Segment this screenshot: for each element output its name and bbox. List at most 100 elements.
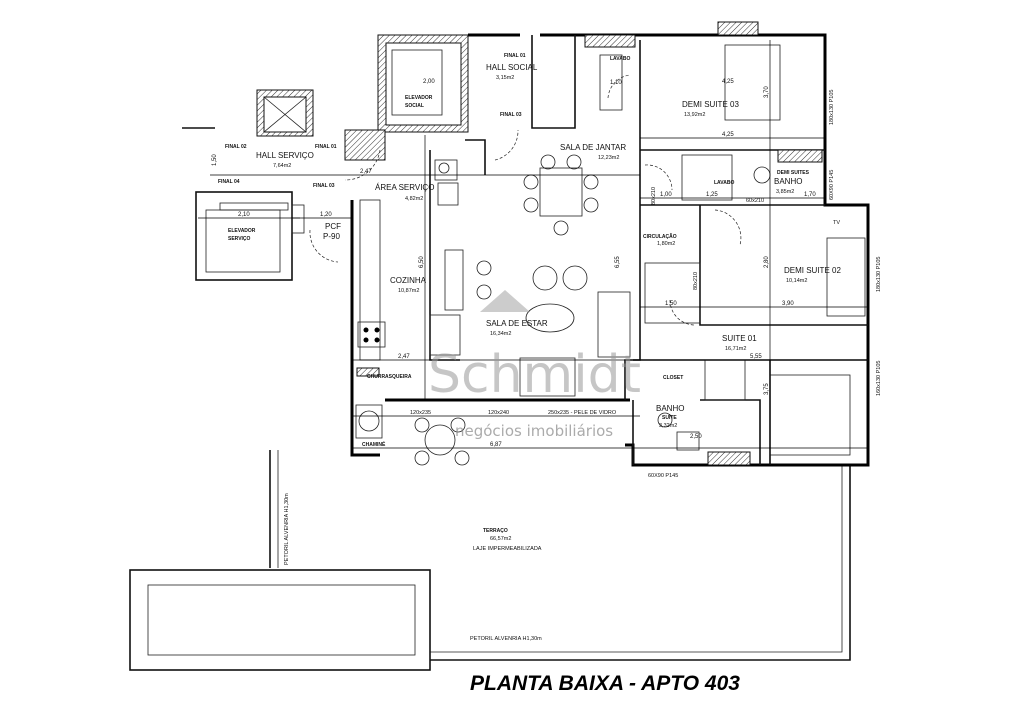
final-02: FINAL 02 bbox=[225, 144, 247, 150]
counter bbox=[359, 199, 381, 361]
door-label: 60x210 bbox=[746, 198, 764, 204]
label-closet: CLOSET bbox=[663, 375, 683, 381]
window-label: 160x130 P105 bbox=[876, 361, 882, 396]
final-03-social: FINAL 03 bbox=[500, 112, 522, 118]
area-cozinha: 10,87m2 bbox=[398, 288, 419, 294]
label-banho-suite-sub: SUÍTE bbox=[662, 413, 677, 421]
final-01-social: FINAL 01 bbox=[504, 53, 526, 59]
label-sala-estar: SALA DE ESTAR bbox=[486, 319, 548, 328]
final-03-servico: FINAL 03 bbox=[313, 183, 335, 189]
area-hall-social: 3,15m2 bbox=[496, 75, 514, 81]
level-markers: FINAL 01 FINAL 01 FINAL 02 FINAL 03 FINA… bbox=[218, 53, 526, 241]
dining-table bbox=[539, 167, 583, 217]
final-01-servico: FINAL 01 bbox=[315, 144, 337, 150]
room-labels: HALL SERVIÇO 7,64m2 HALL SOCIAL 3,15m2 E… bbox=[228, 56, 841, 552]
label-elevador-servico: ELEVADOR bbox=[228, 228, 256, 234]
bed bbox=[826, 237, 866, 317]
outdoor-table bbox=[424, 424, 456, 456]
label-elevador-social-2: SOCIAL bbox=[405, 103, 424, 109]
dim: 6,50 bbox=[419, 256, 425, 268]
tv-label: TV bbox=[833, 220, 840, 226]
service-shaft bbox=[256, 89, 314, 137]
label-elevador-servico-2: SERVIÇO bbox=[228, 236, 251, 242]
window-label: 180x130 P105 bbox=[829, 90, 835, 125]
label-lavabo: LAVABO bbox=[714, 180, 734, 186]
dim: 2,80 bbox=[764, 256, 770, 268]
watermark-brand: Schmidt bbox=[428, 345, 641, 405]
area-circulacao: 1,80m2 bbox=[657, 241, 675, 247]
area-sala-estar: 16,34m2 bbox=[490, 331, 511, 337]
watermark: Schmidt negócios imobiliários bbox=[428, 290, 641, 440]
label-area-servico: ÁREA SERVIÇO bbox=[375, 183, 434, 192]
label-chamine: CHAMINÉ bbox=[362, 440, 386, 448]
dim: 1,00 bbox=[660, 192, 672, 198]
dim: 4,25 bbox=[722, 79, 734, 85]
door-label: 80x210 bbox=[651, 187, 657, 205]
label-lavabo-top: LAVABO bbox=[610, 56, 630, 62]
label-circulacao: CIRCULAÇÃO bbox=[643, 233, 677, 240]
door-label: 80x210 bbox=[693, 272, 699, 290]
dim: 2,00 bbox=[423, 79, 435, 85]
label-hall-servico: HALL SERVIÇO bbox=[256, 151, 314, 160]
sofa bbox=[519, 357, 576, 397]
label-elevador-social: ELEVADOR bbox=[405, 95, 433, 101]
final-04: FINAL 04 bbox=[218, 179, 240, 185]
dim: 1,20 bbox=[320, 212, 332, 218]
watermark-tagline: negócios imobiliários bbox=[455, 422, 613, 440]
opening-labels: 180x130 P105 60X90 P145 180x130 P105 160… bbox=[284, 90, 882, 642]
area-hall-servico: 7,64m2 bbox=[273, 163, 291, 169]
door-swings bbox=[309, 74, 742, 326]
area-banho-suite: 3,32m2 bbox=[659, 423, 677, 429]
pool bbox=[129, 569, 431, 671]
dim: 3,90 bbox=[782, 301, 794, 307]
dim: 1,10 bbox=[610, 80, 622, 86]
parapet-label: PETORIL ALVENRIA H1,30m bbox=[470, 636, 542, 642]
dim: 3,70 bbox=[764, 86, 770, 98]
label-sala-jantar: SALA DE JANTAR bbox=[560, 143, 626, 152]
label-cozinha: COZINHA bbox=[390, 276, 427, 285]
dim: 6,55 bbox=[615, 256, 621, 268]
area-sala-jantar: 12,23m2 bbox=[598, 155, 619, 161]
area-area-servico: 4,82m2 bbox=[405, 196, 423, 202]
dim: 5,55 bbox=[750, 354, 762, 360]
stove bbox=[357, 321, 386, 348]
label-banho-demi-2: BANHO bbox=[774, 177, 802, 186]
sofa bbox=[597, 291, 631, 358]
dim: 1,50 bbox=[665, 301, 677, 307]
label-terraco: TERRAÇO bbox=[483, 528, 508, 534]
dimension-labels: 2,47 2,47 6,87 5,55 4,25 4,25 2,00 2,10 … bbox=[212, 79, 816, 448]
dim: 2,50 bbox=[690, 434, 702, 440]
area-terraco: 66,57m2 bbox=[490, 536, 511, 542]
dim: 2,47 bbox=[398, 354, 410, 360]
area-banho-demi: 3,85m2 bbox=[776, 189, 794, 195]
label-banho-demi: DEMI SUITES bbox=[777, 170, 810, 176]
parapet-label: PETORIL ALVENRIA H1,30m bbox=[284, 493, 290, 565]
dim: 2,47 bbox=[360, 169, 372, 175]
window-label: 180x130 P105 bbox=[876, 257, 882, 292]
bed bbox=[724, 44, 781, 121]
dim: 1,70 bbox=[804, 192, 816, 198]
note-terraco: LAJE IMPERMEABILIZADA bbox=[473, 546, 542, 552]
dim: 3,75 bbox=[764, 383, 770, 395]
terrace bbox=[129, 450, 851, 671]
rug bbox=[525, 303, 575, 333]
dim: 1,25 bbox=[706, 192, 718, 198]
dimension-lines bbox=[198, 40, 868, 465]
dim: 1,50 bbox=[212, 154, 218, 166]
social-elevator bbox=[344, 34, 469, 161]
window-label: 60X90 P145 bbox=[829, 170, 835, 200]
window-label: 250x235 - PELE DE VIDRO bbox=[548, 410, 617, 416]
bed bbox=[769, 374, 851, 456]
label-hall-social: HALL SOCIAL bbox=[486, 63, 538, 72]
dim: 2,10 bbox=[238, 212, 250, 218]
plan-title: PLANTA BAIXA - APTO 403 bbox=[470, 672, 740, 695]
area-demi-suite-02: 10,14m2 bbox=[786, 278, 807, 284]
area-demi-suite-03: 13,92m2 bbox=[684, 112, 705, 118]
label-suite-01: SUITE 01 bbox=[722, 334, 757, 343]
window-label: 120x235 bbox=[410, 410, 431, 416]
label-churrasqueira: CHURRASQUEIRA bbox=[367, 374, 412, 380]
dim: 4,25 bbox=[722, 132, 734, 138]
window-label: 120x240 bbox=[488, 410, 509, 416]
dim: 6,87 bbox=[490, 442, 502, 448]
